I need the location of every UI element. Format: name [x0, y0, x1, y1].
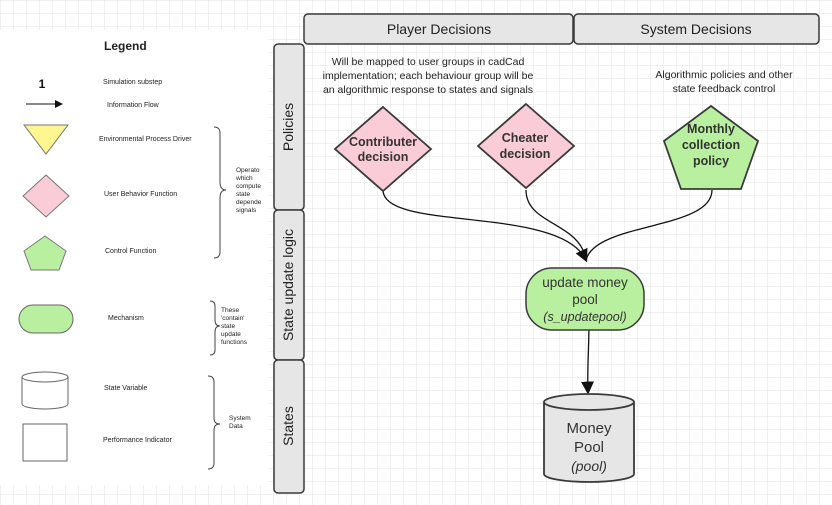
svg-text:state feedback control: state feedback control	[673, 83, 776, 95]
svg-text:Data: Data	[229, 423, 243, 430]
substep-symbol: 1	[39, 77, 46, 91]
legend-title: Legend	[104, 39, 147, 53]
svg-text:Operato: Operato	[236, 167, 260, 174]
cheater-decision-diamond[interactable]	[476, 102, 576, 190]
flow-contributer-to-update	[382, 189, 588, 263]
svg-text:state: state	[236, 191, 250, 198]
user-behavior-diamond-icon	[22, 174, 70, 218]
svg-text:implementation; each behaviour: implementation; each behaviour group wil…	[323, 70, 534, 82]
legend-label-state-variable: State Variable	[104, 385, 148, 392]
svg-text:decision: decision	[500, 147, 551, 161]
performance-indicator-icon	[22, 423, 68, 462]
control-pentagon-icon	[23, 235, 67, 271]
row-header-policies-label: Policies	[280, 103, 296, 151]
svg-text:Contributer: Contributer	[349, 135, 417, 149]
svg-text:Pool: Pool	[574, 439, 604, 456]
svg-text:Cheater: Cheater	[502, 131, 549, 145]
svg-text:(pool): (pool)	[571, 458, 607, 474]
column-header-player	[303, 13, 574, 45]
flow-monthly-to-update	[585, 189, 713, 261]
svg-text:These: These	[221, 307, 239, 314]
legend-label-performance: Performance Indicator	[103, 437, 173, 444]
svg-text:functions: functions	[221, 339, 248, 346]
svg-text:Will be mapped to user groups: Will be mapped to user groups in cadCad	[332, 56, 525, 68]
flow-cheater-to-update	[525, 189, 587, 261]
legend-label-information-flow: Information Flow	[107, 102, 160, 109]
mechanism-note: These 'contain' state update functions	[221, 307, 248, 346]
column-header-system-label: System Decisions	[640, 21, 751, 37]
svg-text:decision: decision	[358, 150, 409, 164]
legend-label-user-behavior: User Behavior Function	[104, 191, 177, 198]
environmental-triangle-icon	[22, 124, 70, 155]
svg-text:an algorithmic response to sta: an algorithmic response to states and si…	[323, 84, 533, 96]
update-money-pool-label: update money pool (s_updatepool)	[542, 275, 628, 324]
player-annotation: Will be mapped to user groups in cadCad …	[323, 56, 534, 96]
svg-text:collection: collection	[682, 138, 740, 152]
money-pool-state-cylinder[interactable]	[543, 393, 635, 483]
svg-text:'contain': 'contain'	[221, 315, 244, 322]
svg-text:signals: signals	[236, 207, 257, 214]
system-note: System Data	[229, 415, 251, 430]
legend-label-environmental: Environmental Process Driver	[99, 136, 192, 143]
state-variable-cylinder-icon	[21, 371, 69, 410]
system-brace	[207, 375, 221, 470]
svg-text:update: update	[221, 331, 241, 338]
svg-text:pool: pool	[572, 292, 598, 307]
column-header-player-label: Player Decisions	[387, 21, 491, 37]
svg-text:depende: depende	[236, 199, 262, 206]
svg-text:compute: compute	[236, 183, 261, 190]
svg-text:policy: policy	[693, 154, 729, 168]
svg-text:Monthly: Monthly	[687, 122, 735, 136]
contributer-decision-diamond[interactable]	[333, 105, 433, 193]
legend-label-substep: Simulation substep	[103, 79, 162, 86]
svg-text:Algorithmic policies and other: Algorithmic policies and other	[655, 69, 793, 81]
mechanism-pill-icon	[18, 304, 74, 334]
row-header-states-label: States	[280, 406, 296, 446]
operators-brace	[213, 126, 227, 259]
legend-label-mechanism: Mechanism	[108, 315, 144, 322]
row-header-states	[273, 359, 305, 494]
mechanism-brace	[209, 300, 221, 356]
svg-text:state: state	[221, 323, 235, 330]
monthly-collection-policy-pentagon[interactable]	[662, 104, 760, 190]
operators-note: Operato which compute state depende sign…	[235, 167, 262, 214]
column-header-system	[573, 13, 820, 45]
svg-text:update money: update money	[542, 275, 628, 290]
money-pool-label: Money Pool (pool)	[566, 420, 612, 474]
legend-label-control: Control Function	[105, 248, 156, 255]
svg-text:Money: Money	[566, 420, 612, 437]
svg-text:which: which	[235, 175, 253, 182]
update-money-pool-mechanism[interactable]	[525, 267, 645, 331]
cheater-decision-label: Cheater decision	[500, 131, 551, 161]
monthly-collection-policy-label: Monthly collection policy	[682, 122, 740, 168]
svg-text:(s_updatepool): (s_updatepool)	[543, 310, 626, 324]
contributer-decision-label: Contributer decision	[349, 135, 417, 164]
row-header-state-update-label: State update logic	[280, 229, 296, 341]
svg-text:System: System	[229, 415, 251, 422]
system-annotation: Algorithmic policies and other state fee…	[655, 69, 793, 95]
